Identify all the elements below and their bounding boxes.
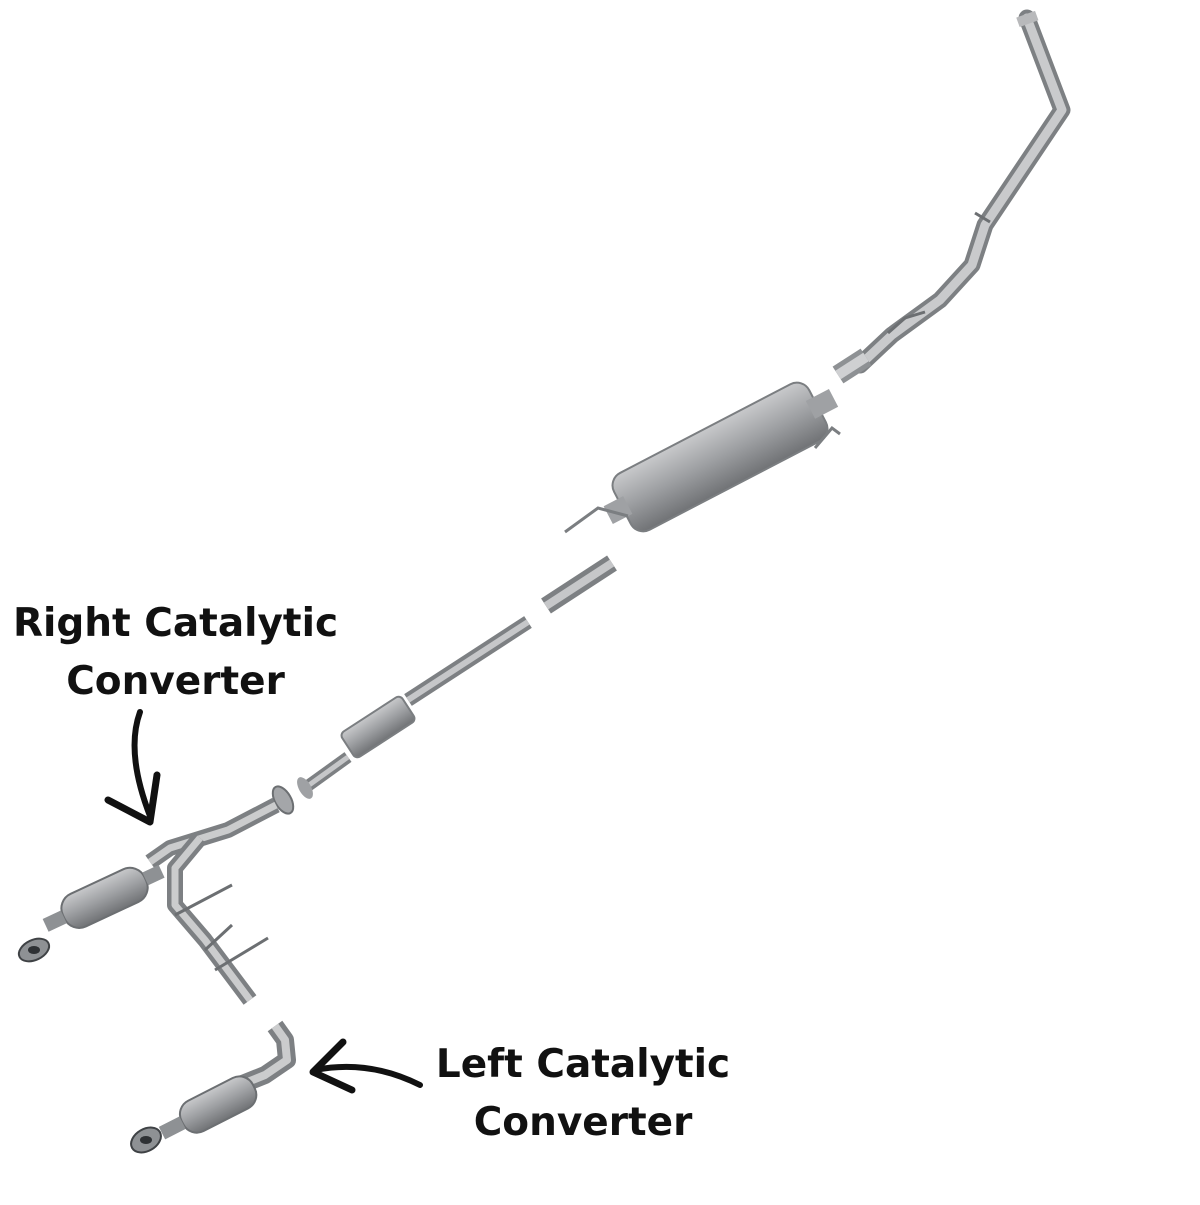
right-cat-flange: [17, 937, 51, 963]
tailpipe-hanger: [887, 211, 991, 335]
y-pipe-bracket: [174, 883, 269, 972]
right-label-line-2: Converter: [66, 659, 285, 704]
left-label-line-1: Left Catalytic: [435, 1042, 731, 1087]
left-catalytic-converter: [130, 1020, 296, 1154]
tailpipe: [832, 9, 1071, 384]
muffler-hanger-rear: [813, 425, 841, 449]
muffler-hanger: [564, 506, 629, 534]
left-cat-flange: [130, 1126, 162, 1154]
y-pipe-flange: [271, 785, 295, 815]
right-label-line-1: Right Catalytic: [12, 601, 339, 646]
right-catalytic-converter-label: Right Catalytic Converter: [8, 595, 343, 711]
curved-arrow-icon: [309, 1038, 423, 1094]
curved-arrow-icon: [104, 709, 161, 826]
muffler: [564, 381, 841, 534]
right-catalytic-converter: [17, 864, 165, 963]
y-pipe: [145, 785, 295, 1005]
left-catalytic-converter-label: Left Catalytic Converter: [428, 1036, 738, 1152]
intermediate-pipe: [404, 555, 617, 706]
resonator: [297, 695, 416, 799]
left-label-line-2: Converter: [473, 1100, 693, 1145]
